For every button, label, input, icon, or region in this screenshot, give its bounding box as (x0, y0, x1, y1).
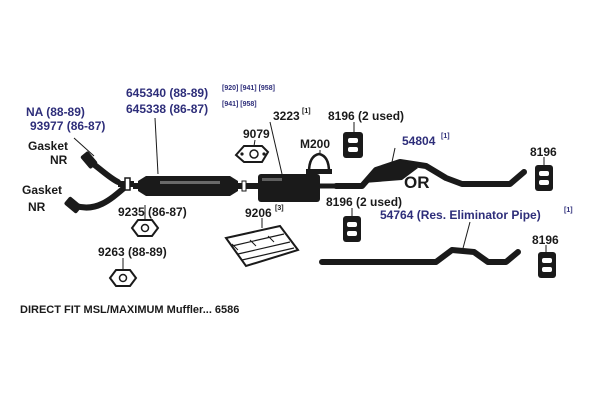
label-645340: 645340 (88-89) (126, 86, 208, 100)
flange-icon (124, 177, 131, 191)
label-9235: 9235 (86-87) (118, 205, 187, 219)
label-645338: 645338 (86-87) (126, 102, 208, 116)
gasket-top-icon (80, 151, 98, 169)
gasket-9263-icon (108, 269, 138, 287)
hanger-8196-top-icon (343, 132, 363, 158)
gasket-bottom-icon (64, 196, 82, 214)
res-eliminator-pipe-54764 (319, 247, 521, 265)
label-m200: M200 (300, 137, 330, 151)
label-8196-top: 8196 (2 used) (328, 109, 404, 123)
hanger-8196-mid-icon (343, 216, 361, 242)
label-8196-right: 8196 (530, 145, 557, 159)
label-9263: 9263 (88-89) (98, 245, 167, 259)
label-645338-refs: [941] [958] (222, 101, 257, 108)
clamp-m200-icon (306, 152, 332, 174)
label-93977: 93977 (86-87) (30, 119, 105, 133)
label-54764: 54764 (Res. Eliminator Pipe) (380, 208, 541, 222)
label-3223: 3223 (273, 109, 300, 123)
muffler (258, 174, 336, 202)
gasket-9079-icon (234, 145, 270, 163)
label-gasket-bottom: Gasket (22, 183, 62, 197)
label-gasket-top: Gasket (28, 139, 68, 153)
label-9206-ref: [3] (275, 205, 284, 212)
label-9079: 9079 (243, 127, 270, 141)
heat-shield-9206-icon (224, 224, 300, 268)
label-na: NA (88-89) (26, 105, 85, 119)
gasket-9235-icon (130, 219, 160, 237)
label-54804-ref: [1] (441, 133, 450, 140)
hanger-8196-right-icon (535, 165, 553, 191)
catalytic-converter (133, 176, 258, 196)
label-54804: 54804 (402, 134, 436, 148)
label-nr-bottom: NR (28, 200, 46, 214)
label-8196-right2: 8196 (532, 233, 559, 247)
label-54764-ref: [1] (564, 207, 573, 214)
footer-text: DIRECT FIT MSL/MAXIMUM Muffler... 6586 (20, 304, 239, 316)
hanger-8196-right2-icon (538, 252, 556, 278)
label-645340-refs: [920] [941] [958] (222, 85, 275, 92)
tailpipe-54804 (333, 159, 527, 189)
label-3223-ref: [1] (302, 108, 311, 115)
label-8196-mid: 8196 (2 used) (326, 195, 402, 209)
label-nr-top: NR (50, 153, 68, 167)
label-or: OR (404, 173, 430, 192)
leader-lines (73, 117, 547, 270)
label-9206: 9206 (245, 206, 272, 220)
